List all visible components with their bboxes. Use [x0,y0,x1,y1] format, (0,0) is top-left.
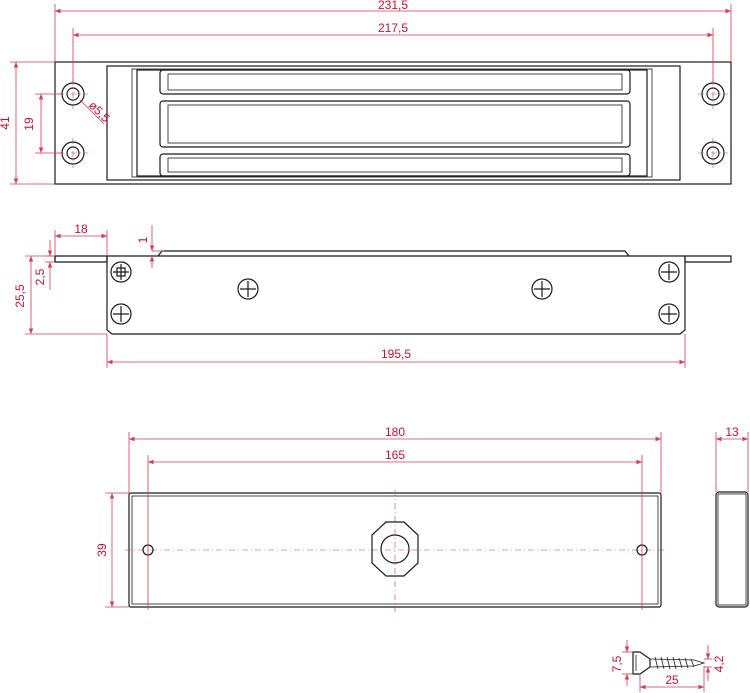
mounting-hole-bottom-left [58,138,88,168]
screw-head-1 [110,261,132,283]
magnet-side-view: 18 1 2,5 25,5 195,5 [13,222,732,368]
screw-head-3 [237,278,259,300]
dim-screw-thread: 4,2 [712,655,726,672]
dim-body-length: 195,5 [381,347,411,361]
dim-screw-head: 7,5 [610,655,624,672]
mounting-hole-top-left [58,79,88,109]
dim-overall-length: 231,5 [378,0,408,12]
dim-hole-spacing: 217,5 [378,21,408,35]
dim-armature-hole-spacing: 165 [385,448,405,462]
dim-armature-height: 39 [95,543,109,557]
screw-head-4 [531,278,553,300]
mounting-hole-top-right [698,79,728,109]
dim-flange-thickness: 2,5 [33,268,47,285]
dim-armature-length: 180 [385,425,405,439]
dim-screw-length: 25 [665,673,679,687]
mounting-hole-bottom-right [698,138,728,168]
screw-head-5 [658,261,680,283]
mounting-screw: 7,5 4,2 25 [610,640,726,692]
dim-flange-length: 18 [74,222,88,236]
armature-plate-view: 180 165 39 [95,425,665,612]
screw-head-6 [658,303,680,325]
dim-side-height: 25,5 [13,284,27,308]
armature-side-view: 13 [715,425,749,608]
screw-head-2 [110,303,132,325]
dim-top-offset: 1 [136,236,150,243]
dim-hole-vertical-spacing: 19 [22,117,36,131]
dim-hole-diameter: ø5,5 [86,98,113,125]
armature-center-bolt [371,521,419,577]
dim-height: 41 [0,116,12,130]
dim-armature-thickness: 13 [725,425,739,439]
magnet-top-view: 231,5 217,5 41 19 ø5,5 [0,0,732,185]
